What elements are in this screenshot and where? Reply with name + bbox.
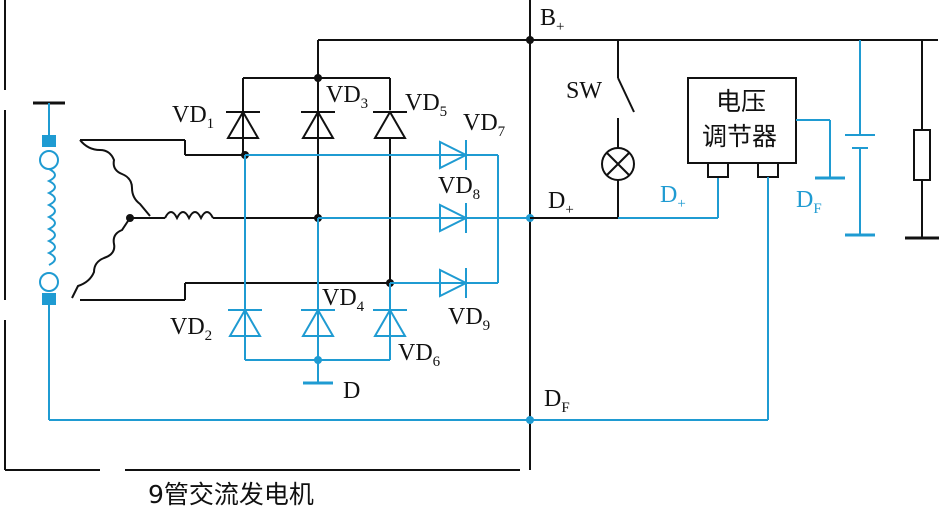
label-d-plus: D+ [548,188,574,218]
label-vd1: VD1 [172,102,214,132]
battery [845,40,875,237]
label-vd7: VD7 [463,110,506,140]
voltage-regulator [687,77,845,420]
diode-vd8 [439,203,469,233]
diode-vd1 [226,109,260,139]
regulator-label-line1: 电压 [716,87,766,116]
ignition-switch [617,40,635,148]
generator-housing [4,0,531,471]
diode-vd7 [439,140,469,170]
label-b-plus: B+ [540,5,564,35]
label-vd6: VD6 [398,340,441,370]
label-vd9: VD9 [448,304,490,334]
b-plus-node [526,36,534,44]
label-vd2: VD2 [170,314,212,344]
diode-vd9 [439,268,469,298]
label-reg-d-plus: D+ [660,182,686,212]
stator-winding [71,139,390,301]
diode-vd6 [373,307,407,337]
label-vd8: VD8 [438,173,480,203]
load-resistor [905,40,939,240]
diode-vd4 [301,307,335,337]
diode-vd5 [373,109,407,139]
charge-lamp [601,147,635,218]
label-d-f: DF [544,386,570,416]
label-sw: SW [566,78,602,104]
diode-vd2 [228,307,262,337]
field-diode-network [244,154,530,385]
caption: 9管交流发电机 [148,480,314,509]
label-vd4: VD4 [322,285,365,315]
label-vd3: VD3 [326,82,368,112]
b-plus-wire [317,36,938,155]
rotor-field-coil [33,101,768,424]
regulator-label-line2: 调节器 [702,122,777,151]
label-vd5: VD5 [405,90,447,120]
label-d: D [343,378,360,404]
positive-diode-bus [242,74,391,283]
label-reg-d-f: DF [796,187,822,217]
